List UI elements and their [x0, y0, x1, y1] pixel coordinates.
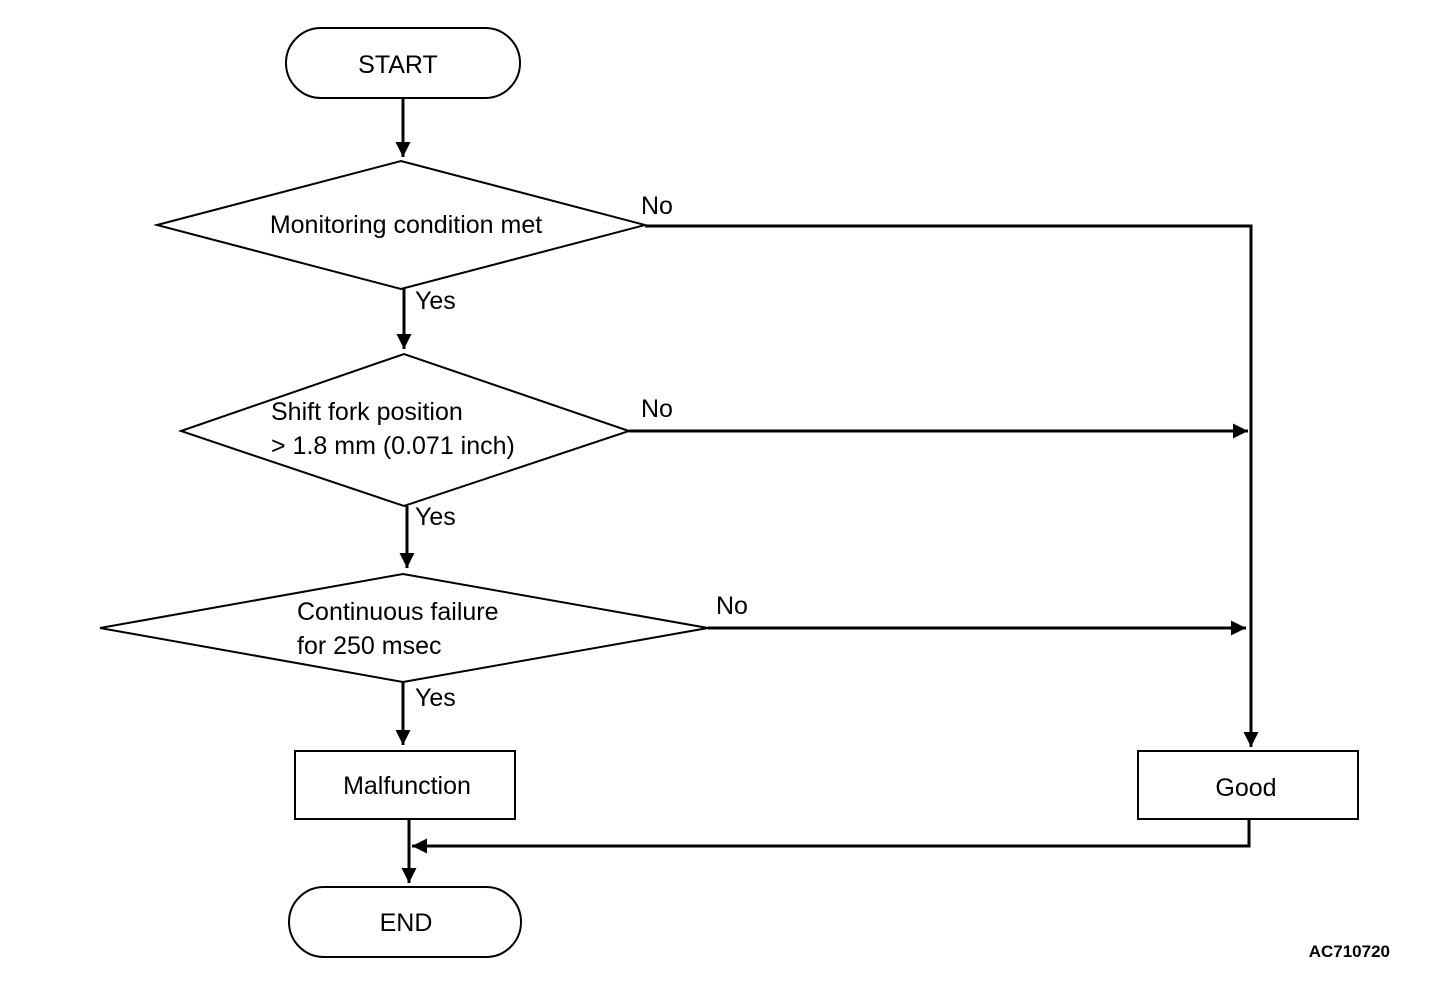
decision-3-diamond — [99, 572, 709, 684]
decision-1-line-1: Monitoring condition met — [270, 211, 542, 239]
malfunction-label: Malfunction — [343, 772, 471, 800]
malfunction-box — [294, 750, 516, 820]
arrow-good-to-end-merge — [412, 819, 1251, 854]
decision-3-line-2: for 250 msec — [297, 632, 442, 660]
decision-2-no-label: No — [641, 395, 673, 423]
good-label: Good — [1215, 774, 1276, 802]
decision-3-yes-label: Yes — [415, 684, 456, 712]
end-label: END — [380, 909, 433, 937]
figure-code: AC710720 — [1309, 942, 1390, 961]
start-label: START — [358, 51, 438, 79]
decision-2-line-1: Shift fork position — [271, 398, 463, 426]
decision-1-yes-label: Yes — [415, 287, 456, 315]
decision-3-line-1: Continuous failure — [297, 598, 499, 626]
end-terminal — [288, 886, 522, 958]
decision-2-yes-label: Yes — [415, 503, 456, 531]
decision-2-diamond — [177, 352, 633, 508]
decision-1-no-label: No — [641, 192, 673, 220]
decision-3-no-label: No — [716, 592, 748, 620]
decision-2-line-2: > 1.8 mm (0.071 inch) — [271, 432, 515, 460]
arrow-decision-1-no-to-good — [645, 224, 1259, 747]
